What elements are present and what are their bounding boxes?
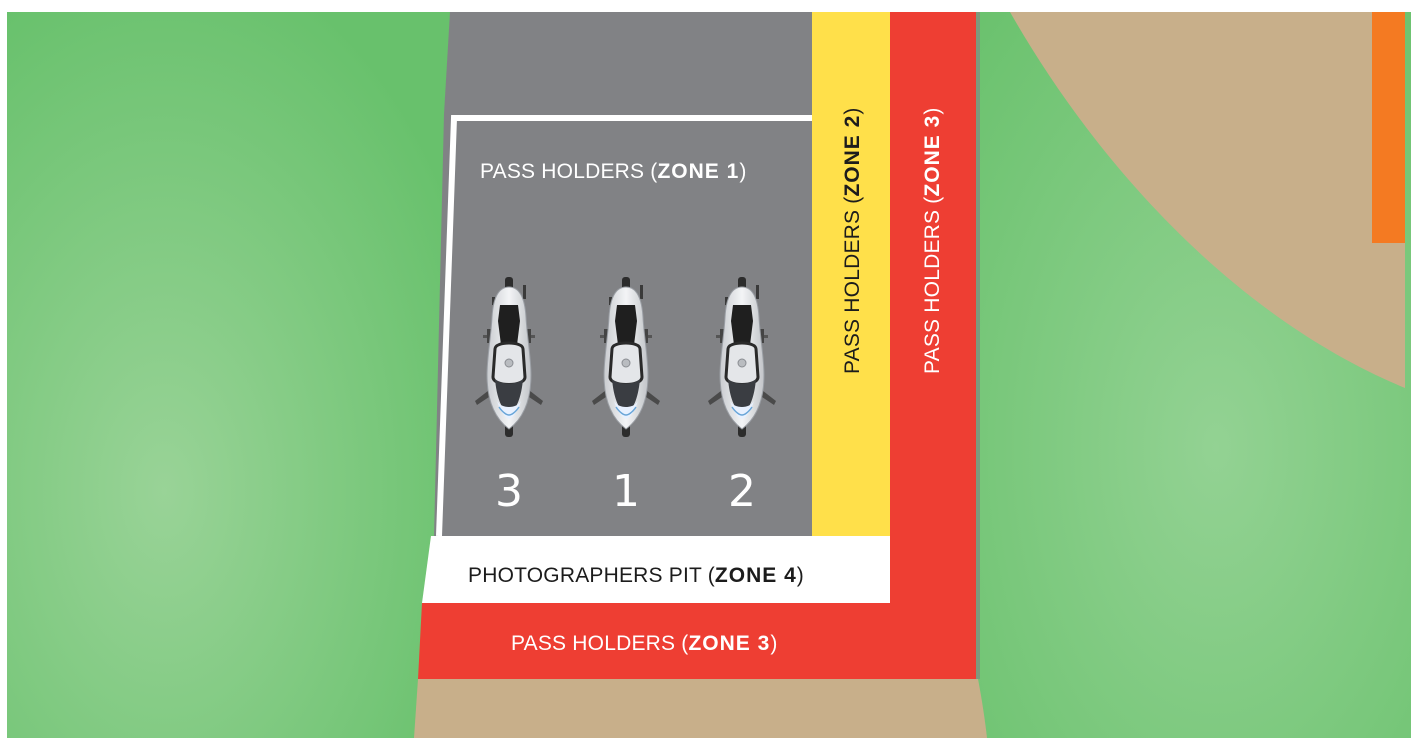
grid-position-number: 2 [728,466,756,517]
dirt-curve [1010,12,1405,388]
grid-position-number: 3 [495,466,523,517]
zone4-label: PHOTOGRAPHERS PIT (ZONE 4) [468,564,804,587]
zone1-label: PASS HOLDERS (ZONE 1) [480,160,747,183]
zone3-bottom-area [418,536,976,679]
orange-marker [1372,12,1405,243]
grass-left [7,12,457,738]
grid-position-number: 1 [612,466,640,517]
track-surface [434,12,812,536]
track-edge [976,12,980,679]
zone2-area [812,12,890,536]
zone3-side-label: PASS HOLDERS (ZONE 3) [921,107,944,374]
zone1-outline [436,115,812,537]
dirt-strip [414,679,987,738]
zone2-label: PASS HOLDERS (ZONE 2) [841,107,864,374]
zone4-area [422,536,890,603]
zone3-bottom-label: PASS HOLDERS (ZONE 3) [511,632,778,655]
